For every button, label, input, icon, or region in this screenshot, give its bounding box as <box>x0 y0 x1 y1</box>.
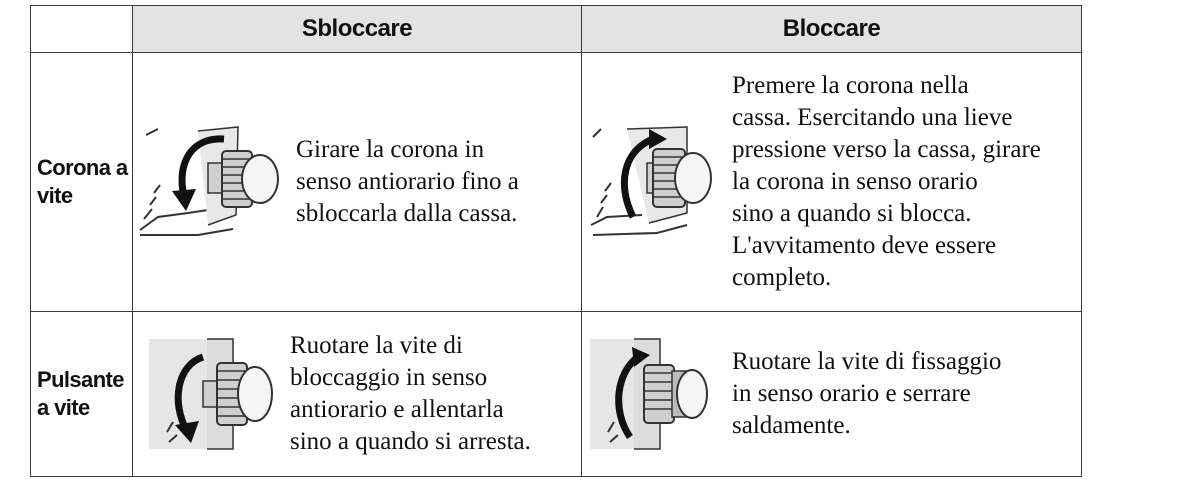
text-line: bloccaggio in senso <box>290 364 488 391</box>
table-row-screw-button: Pulsante a vite <box>30 311 1082 477</box>
text-line: L'avvitamento deve essere <box>732 232 997 259</box>
crown-lock-text: Premere la corona nella cassa. Esercitan… <box>732 70 1041 294</box>
crown-unlock-text: Girare la corona in senso antiorario fin… <box>296 134 519 230</box>
text-line: saldamente. <box>732 412 851 439</box>
table-row-screw-crown: Corona a vite <box>30 52 1082 312</box>
button-lock-text: Ruotare la vite di fissaggio in senso or… <box>732 346 1001 442</box>
text-line: cassa. Esercitando una lieve <box>732 104 1013 131</box>
text-line: sino a quando si blocca. <box>732 200 972 227</box>
cell-crown-unlock: Girare la corona in senso antiorario fin… <box>132 52 582 312</box>
row-label-screw-button: Pulsante a vite <box>30 311 133 477</box>
row-label-line: Pulsante <box>37 367 125 392</box>
row-label-line: Corona a <box>37 155 128 180</box>
text-line: Ruotare la vite di <box>290 332 463 359</box>
button-unlock-text: Ruotare la vite di bloccaggio in senso a… <box>290 330 531 458</box>
text-line: senso antiorario fino a <box>296 168 519 195</box>
text-line: sbloccarla dalla cassa. <box>296 200 518 227</box>
cell-button-unlock: Ruotare la vite di bloccaggio in senso a… <box>132 311 582 477</box>
corner-cell <box>30 5 133 53</box>
row-label-line: a vite <box>37 395 90 420</box>
crown-instructions-table: Sbloccare Bloccare Corona a vite <box>30 5 1082 477</box>
text-line: sino a quando si arresta. <box>290 428 531 455</box>
text-line: pressione verso la cassa, girare <box>732 136 1041 163</box>
header-unlock: Sbloccare <box>132 5 582 53</box>
text-line: la corona in senso orario <box>732 168 978 195</box>
text-line: Ruotare la vite di fissaggio <box>732 348 1002 375</box>
text-line: Girare la corona in <box>296 136 485 163</box>
text-line: antiorario e allentarla <box>290 396 504 423</box>
button-unlock-illustration <box>149 337 273 450</box>
text-line: completo. <box>732 264 832 291</box>
text-line: Premere la corona nella <box>732 72 969 99</box>
row-label-screw-crown: Corona a vite <box>30 52 133 312</box>
cell-crown-lock: Premere la corona nella cassa. Esercitan… <box>581 52 1082 312</box>
text-line: in senso orario e serrare <box>732 380 971 407</box>
button-lock-illustration <box>590 337 708 450</box>
row-label-line: vite <box>37 183 73 208</box>
crown-unlock-illustration <box>139 125 279 236</box>
header-lock: Bloccare <box>581 5 1082 53</box>
header-row: Sbloccare Bloccare <box>30 5 1082 53</box>
cell-button-lock: Ruotare la vite di fissaggio in senso or… <box>581 311 1082 477</box>
crown-lock-illustration <box>590 125 712 236</box>
